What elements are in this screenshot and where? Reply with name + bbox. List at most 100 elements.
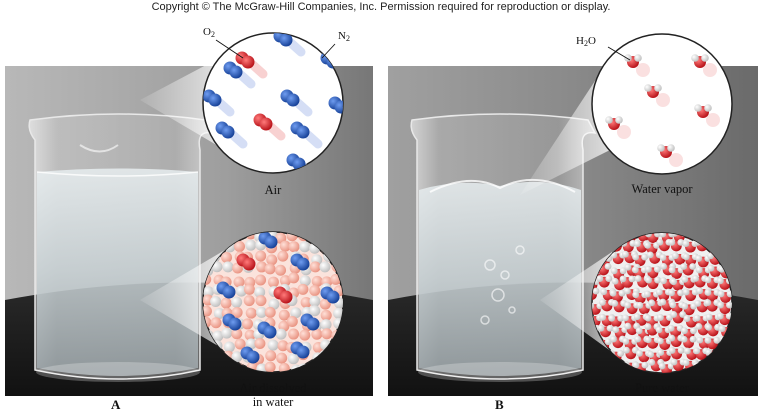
water-particle (309, 261, 321, 273)
water-particle (255, 295, 267, 307)
nitrogen-molecule (280, 89, 313, 117)
water-vapor-molecule (605, 116, 623, 130)
water-molecule (668, 266, 685, 279)
water-particle (211, 261, 223, 273)
nitrogen-label: N2 (338, 30, 350, 43)
water-particle (309, 305, 321, 317)
water-molecule (597, 324, 614, 338)
nitrogen-molecule (290, 341, 310, 359)
motion-blur (617, 125, 631, 139)
water-particle (290, 307, 302, 319)
water-particle (267, 276, 279, 288)
nitrogen-molecule (290, 253, 310, 271)
water-particle (223, 341, 235, 353)
water-particle (333, 307, 343, 319)
water-vapor-magnified-circle (591, 33, 733, 175)
water-molecule (707, 264, 724, 278)
water-molecule (668, 238, 685, 252)
water-molecule (668, 346, 685, 360)
water-particle (267, 339, 279, 351)
air-magnified-circle (202, 32, 344, 174)
water-particle (277, 250, 289, 262)
water-particle (311, 275, 323, 287)
water-particle (264, 263, 276, 275)
nitrogen-molecule (216, 281, 236, 299)
water-particle (278, 309, 290, 321)
water-molecule (608, 314, 625, 328)
panel-a-letter: A (111, 397, 121, 412)
water-particle (279, 275, 291, 287)
water-molecule (645, 276, 661, 290)
water-molecule (655, 326, 672, 339)
water-particle (243, 295, 255, 307)
nitrogen-molecule (328, 96, 343, 124)
nitrogen-molecule (215, 121, 248, 149)
water-particle (231, 328, 243, 340)
water-particle (265, 350, 277, 362)
water-molecule (680, 335, 697, 349)
pure-water-caption: Pure water (635, 381, 689, 395)
water-molecule (610, 335, 626, 349)
water-particle (255, 274, 267, 286)
water-molecule (717, 301, 732, 315)
water-vapor-molecule (694, 104, 712, 118)
nitrogen-molecule (223, 61, 256, 89)
water-particle (231, 296, 243, 308)
water-molecule (592, 287, 600, 301)
water-particle (309, 295, 321, 307)
water-particle (212, 330, 224, 342)
water-particle (243, 283, 255, 295)
water-particle (245, 239, 257, 251)
water-molecule (596, 275, 613, 288)
water-particle (256, 306, 268, 318)
water-particle (244, 329, 256, 341)
oxygen-molecule (236, 253, 256, 271)
water-molecule (680, 263, 697, 276)
water-vapor-molecule (691, 54, 709, 68)
water-particle (320, 309, 332, 321)
water-molecule (704, 336, 721, 350)
water-particle (256, 261, 268, 273)
motion-blur (656, 93, 670, 107)
water-particle (277, 340, 289, 352)
water-molecule-label: H2O (576, 35, 596, 48)
nitrogen-molecule (258, 232, 278, 249)
water-particle (233, 276, 245, 288)
water-particle (321, 328, 333, 340)
nitrogen-molecule (222, 313, 242, 331)
water-particle (320, 319, 332, 331)
motion-blur (669, 153, 683, 167)
water-particle (264, 361, 276, 372)
water-particle (319, 261, 331, 273)
oxygen-molecule (235, 51, 268, 79)
beaker-a (28, 113, 214, 382)
water-particle (242, 318, 254, 330)
water-particle (221, 251, 233, 263)
water-particle (245, 338, 257, 350)
water-particle (266, 254, 278, 266)
water-molecule (611, 299, 628, 313)
water-particle (276, 352, 288, 364)
nitrogen-molecule (203, 89, 235, 117)
magnifier-cones (140, 55, 612, 352)
water-molecule (648, 358, 665, 372)
water-particle (213, 308, 225, 320)
water-vapor-molecule (644, 84, 662, 98)
water-vapor-molecule (657, 144, 675, 158)
water-particle (231, 351, 243, 363)
water-particle (275, 328, 287, 340)
water-particle (203, 286, 214, 298)
water-particle (222, 261, 234, 273)
water-particle (288, 328, 300, 340)
water-particle (319, 298, 331, 310)
water-particle (297, 283, 309, 295)
water-molecule (619, 275, 636, 288)
water-particle (255, 250, 267, 262)
panel-b-letter: B (495, 397, 504, 412)
nitrogen-molecule (240, 346, 260, 364)
water-particle (210, 317, 222, 329)
water-molecule (644, 323, 661, 336)
nitrogen-molecule (257, 321, 277, 339)
air-caption: Air (264, 183, 282, 197)
